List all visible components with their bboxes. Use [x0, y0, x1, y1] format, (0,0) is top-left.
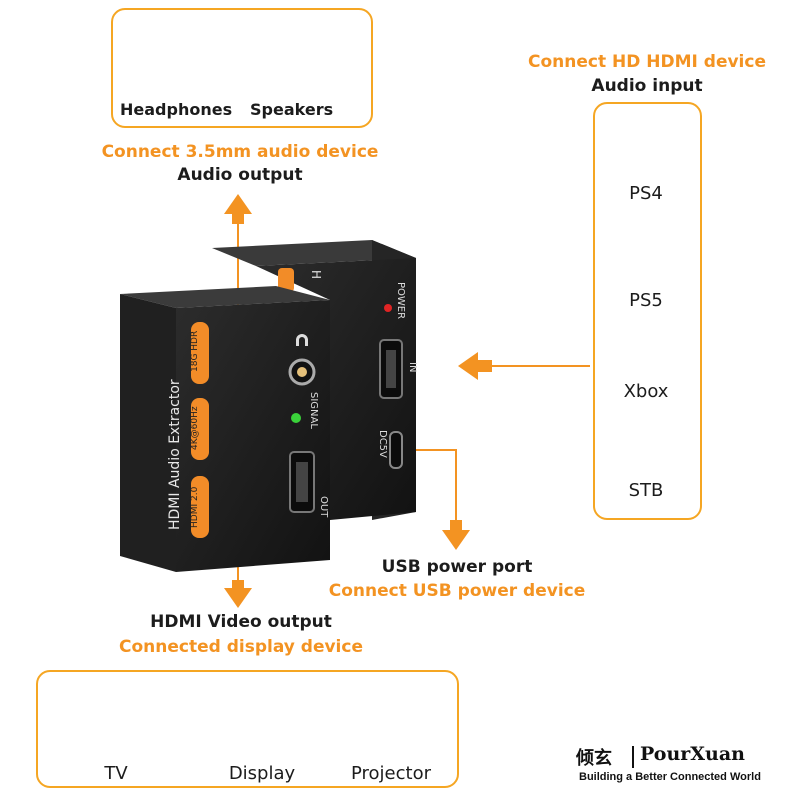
- power-led: [384, 304, 392, 312]
- video-output-subtitle: Connected display device: [119, 637, 363, 657]
- ps5-label: PS5: [629, 290, 663, 311]
- port-in-label: IN: [407, 362, 418, 372]
- tv-label: TV: [104, 763, 128, 784]
- dc5v-port: [389, 431, 403, 469]
- usb-power-title: USB power port: [381, 557, 533, 577]
- port-signal-label: SIGNAL: [308, 392, 319, 429]
- headphone-jack-icon: [296, 334, 308, 346]
- display-label: Display: [228, 763, 296, 784]
- xbox-label: Xbox: [623, 381, 669, 402]
- brand-chinese-name: 倾玄: [576, 748, 612, 769]
- badge-hdmi20: [191, 476, 209, 538]
- badge-18g-hdr: [191, 322, 209, 384]
- audio-output-title: Connect 3.5mm audio device: [101, 142, 379, 162]
- video-output-title: HDMI Video output: [150, 612, 332, 632]
- brand-divider: [632, 746, 634, 768]
- audio-output-subtitle: Audio output: [177, 165, 303, 185]
- badge-text-1: 18G HDR: [190, 331, 200, 372]
- brand-tagline: Building a Better Connected World: [579, 771, 761, 783]
- badge-text-3: HDMI 2.0: [190, 486, 200, 528]
- stb-label: STB: [628, 480, 664, 501]
- audio-output-devices-box: [111, 8, 373, 128]
- hdmi-input-devices-box: [593, 102, 702, 520]
- port-out-label: OUT: [318, 496, 329, 518]
- hdmi-input-subtitle: Audio input: [591, 76, 703, 96]
- signal-led: [291, 413, 301, 423]
- port-power-label: POWER: [395, 282, 406, 319]
- ps4-label: PS4: [629, 183, 663, 204]
- headphones-label: Headphones: [120, 100, 233, 119]
- back-unit-letter: H: [309, 270, 323, 279]
- brand-name: PourXuan: [640, 743, 745, 765]
- back-badge: [278, 268, 294, 292]
- hdmi-input-arrow: [458, 352, 590, 380]
- projector-label: Projector: [351, 763, 431, 784]
- port-dc-label: DC5V: [377, 430, 388, 458]
- extractor-back-unit: [212, 240, 416, 520]
- usb-power-arrow: [402, 449, 470, 550]
- device-front-title: HDMI Audio Extractor: [167, 379, 183, 530]
- badge-text-2: 4K@60Hz: [190, 406, 200, 450]
- usb-power-subtitle: Connect USB power device: [328, 581, 586, 601]
- hdmi-input-title: Connect HD HDMI device: [528, 52, 766, 72]
- video-output-devices-box: [36, 670, 459, 788]
- extractor-front-unit: [120, 286, 330, 572]
- speakers-label: Speakers: [250, 100, 334, 119]
- badge-4k60: [191, 398, 209, 460]
